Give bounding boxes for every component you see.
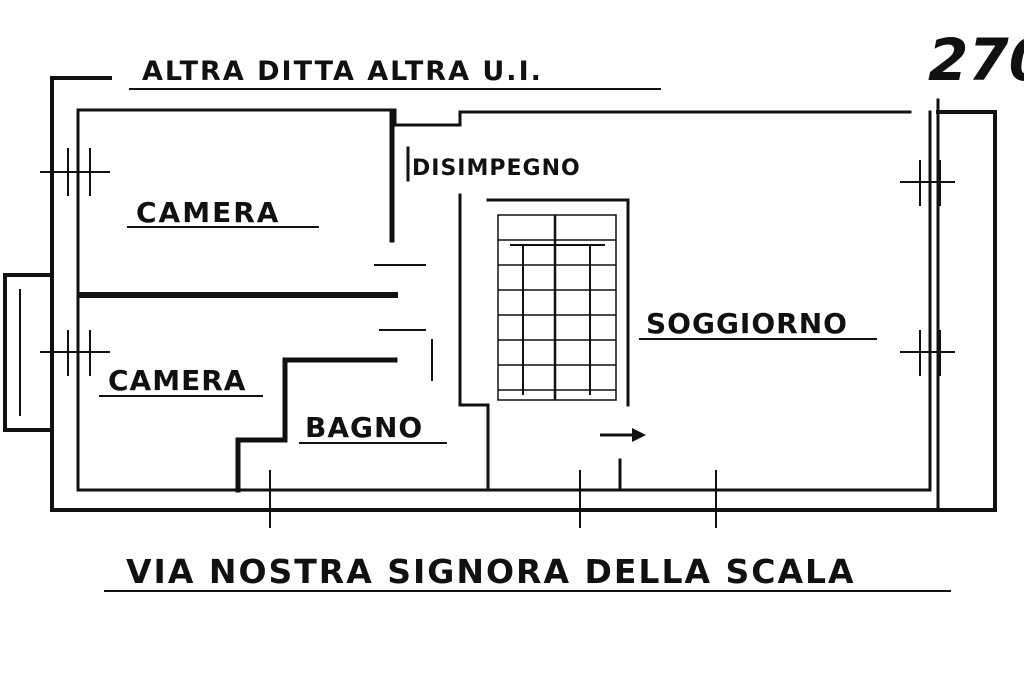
interior-walls [79, 109, 630, 493]
sheet-number: 270 [928, 26, 1024, 94]
room-label-bagno: BAGNO [305, 411, 423, 444]
stair [497, 214, 617, 401]
outer-walls [3, 76, 997, 512]
room-label-soggiorno: SOGGIORNO [646, 307, 848, 340]
room-label-disimpegno: DISIMPEGNO [412, 156, 581, 181]
neighbour-label: ALTRA DITTA ALTRA U.I. [142, 56, 543, 87]
window-marks [40, 148, 955, 528]
street-label: VIA NOSTRA SIGNORA DELLA SCALA [126, 552, 856, 591]
room-label-camera-bottom: CAMERA [108, 364, 246, 397]
entry-arrow-icon [600, 428, 646, 442]
room-label-camera-top: CAMERA [136, 196, 280, 229]
